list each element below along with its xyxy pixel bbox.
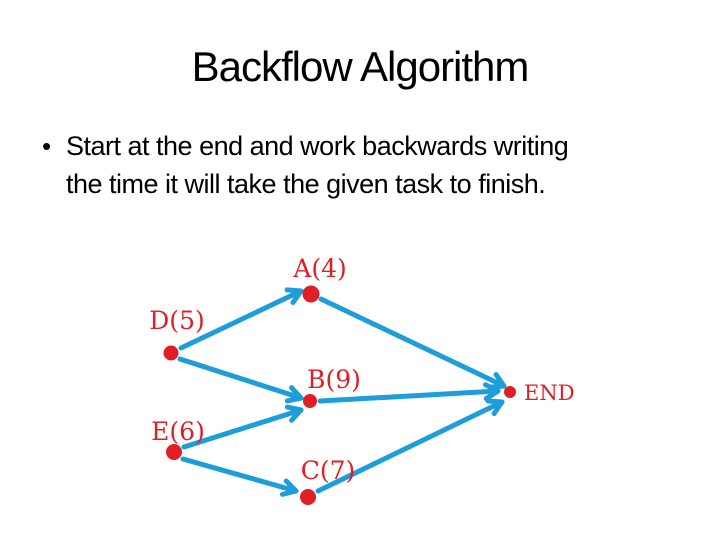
node-label-END: END — [524, 381, 575, 405]
node-label-A: A(4) — [292, 254, 346, 283]
node-dot-C — [300, 489, 316, 505]
node-dot-A — [302, 285, 320, 303]
node-label-D: D(5) — [149, 306, 204, 335]
edge-E-C — [180, 456, 299, 494]
slide-title: Backflow Algorithm — [191, 43, 530, 90]
bullet-marker: • — [42, 131, 52, 161]
node-dot-END — [504, 386, 516, 398]
arrowhead-D-A — [284, 287, 304, 305]
bullet-text-line-1: Start at the end and work backwards writ… — [66, 131, 569, 161]
edge-C-END — [315, 399, 505, 494]
bullet-text-line-2: the time it will take the given task to … — [66, 169, 546, 199]
node-dot-E — [166, 444, 182, 460]
node-label-C: C(7) — [301, 456, 356, 485]
edge-E-B — [181, 407, 304, 450]
arrowhead-A-END — [487, 372, 507, 390]
arrowhead-E-C — [279, 478, 299, 497]
node-dot-B — [303, 394, 317, 408]
edge-A-END — [318, 296, 507, 389]
arrowhead-E-B — [284, 404, 304, 423]
arrowhead-B-END — [482, 382, 501, 402]
edge-B-END — [317, 388, 501, 404]
arrowhead-D-B — [284, 385, 304, 404]
bullet-text: Start at the end and work backwards writ… — [66, 127, 682, 203]
node-label-E: E(6) — [151, 417, 205, 446]
bullet-item: • Start at the end and work backwards wr… — [42, 127, 682, 203]
edge-D-A — [178, 288, 304, 351]
edge-D-B — [177, 356, 304, 401]
arrowhead-C-END — [485, 398, 505, 417]
node-label-B: B(9) — [307, 365, 361, 394]
node-dot-D — [163, 345, 179, 361]
